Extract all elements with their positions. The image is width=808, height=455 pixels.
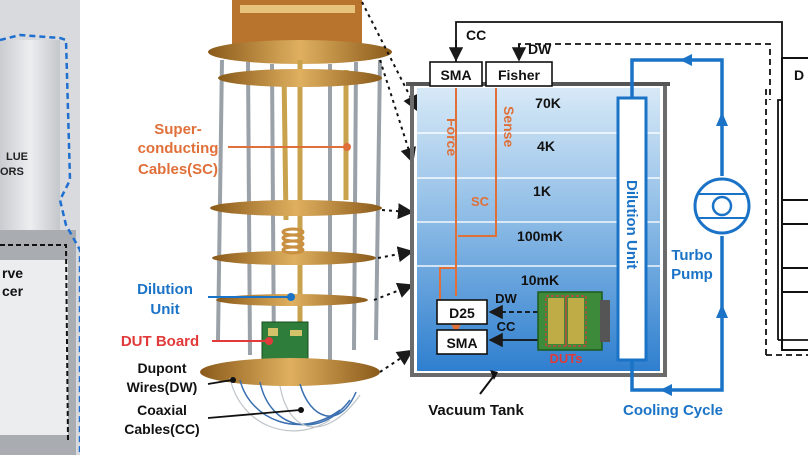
label-sc-2: conducting <box>138 140 219 157</box>
label-du-1: Dilution <box>137 281 193 298</box>
stage-70k: 70K <box>535 95 561 111</box>
cc-top-label: CC <box>466 27 486 43</box>
fridge-label-dupont: Dupont Wires(DW) <box>127 360 236 395</box>
label-sc-1: Super- <box>154 121 202 138</box>
label-cc-2: Cables(CC) <box>124 421 199 437</box>
dw-top-label: DW <box>528 41 552 57</box>
sma-top-box <box>429 61 483 87</box>
label-dw-1: Dupont <box>138 360 187 376</box>
external-dw-line: DW <box>511 41 771 100</box>
force-label: Force <box>444 118 460 156</box>
fridge-plate-3 <box>210 200 382 216</box>
duts-label: DUTs <box>550 351 583 366</box>
label-sc-3: Cables(SC) <box>138 161 218 178</box>
fisher-box <box>485 61 553 87</box>
stage-1k: 1K <box>533 183 551 199</box>
stage-100mk: 100mK <box>517 228 563 244</box>
photo-label-2: cer <box>2 283 24 299</box>
dut-pointer-dot <box>265 337 273 345</box>
du-pointer-dot <box>287 293 295 301</box>
fridge-label-superconducting: Super- conducting Cables(SC) <box>138 121 351 178</box>
fridge-illustration <box>200 0 392 432</box>
cooling-cycle-loop: Turbo Pump Cooling Cycle <box>623 54 751 419</box>
cc-inner-label: CC <box>497 319 516 334</box>
fridge-plate-2 <box>218 69 382 87</box>
schematic-dut-board: DUTs <box>537 291 610 366</box>
fridge-label-dut: DUT Board <box>121 333 273 350</box>
fridge-bottom-plate <box>200 358 380 386</box>
label-dut: DUT Board <box>121 333 199 350</box>
sma-top-label: SMA <box>440 67 471 83</box>
fridge-plate-1 <box>208 40 392 64</box>
left-photo: LUE ORS rve cer <box>0 0 82 455</box>
heat-exchanger-coil <box>281 227 305 255</box>
fisher-label: Fisher <box>498 67 541 83</box>
vacuum-tank-label: Vacuum Tank <box>428 402 524 419</box>
right-instrument-box: D <box>765 57 808 356</box>
sma-bottom-label: SMA <box>446 335 477 351</box>
label-dw-2: Wires(DW) <box>127 379 198 395</box>
sma-bottom-box <box>436 329 488 355</box>
label-cc-1: Coaxial <box>137 402 187 418</box>
turbo-pump-label-2: Pump <box>671 266 713 283</box>
cooling-cycle-label: Cooling Cycle <box>623 402 723 419</box>
dilution-unit-label: Dilution Unit <box>623 180 640 269</box>
stage-4k: 4K <box>537 138 555 154</box>
logo-text-2: ORS <box>0 166 24 178</box>
stage-10mk: 10mK <box>521 272 559 288</box>
sc-label: SC <box>471 194 490 209</box>
fridge-plate-4 <box>212 251 376 265</box>
logo-text-1: LUE <box>6 151 28 163</box>
fridge-cables <box>239 379 357 426</box>
label-du-2: Unit <box>150 301 179 318</box>
d25-box <box>436 299 488 325</box>
d25-label: D25 <box>449 305 475 321</box>
turbo-pump-label-1: Turbo <box>671 247 712 264</box>
turbo-pump-icon <box>693 177 751 235</box>
right-cut-label: D <box>794 67 804 83</box>
fridge-label-coaxial: Coaxial Cables(CC) <box>124 402 304 437</box>
sc-pointer-dot <box>343 143 351 151</box>
photo-label-1: rve <box>2 265 23 281</box>
dw-inner-label: DW <box>495 291 517 306</box>
fridge-label-dilution: Dilution Unit <box>137 281 295 318</box>
dilution-unit-column: Dilution Unit <box>616 96 648 362</box>
sense-label: Sense <box>501 106 517 147</box>
mapping-dotted-lines <box>361 1 418 373</box>
